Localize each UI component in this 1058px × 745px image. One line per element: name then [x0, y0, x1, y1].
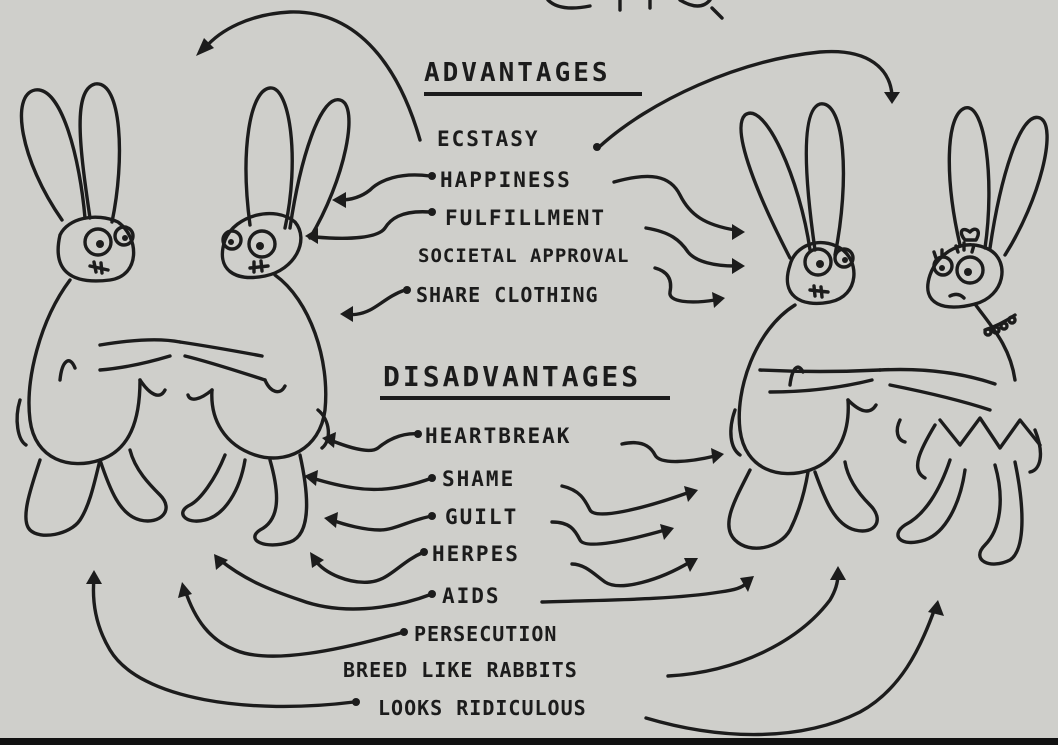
advantages-underline [424, 92, 642, 96]
title-fragment [548, 0, 722, 18]
disadvantage-item: SHAME [442, 467, 515, 491]
arrow-ecstasy-right [598, 52, 892, 148]
arrow-happiness [340, 175, 430, 200]
arrow-herpes [315, 552, 424, 582]
rabbit-right-1 [729, 104, 880, 548]
disadvantage-item: LOOKS RIDICULOUS [378, 696, 587, 720]
bullet-dot [414, 430, 422, 438]
arrow-shame [312, 478, 432, 490]
disadvantage-item: HERPES [432, 542, 520, 566]
arrow-ecstasy-left [205, 12, 420, 140]
arrow-breed [668, 574, 838, 676]
disadvantage-item: GUILT [445, 505, 518, 529]
advantage-item: FULFILLMENT [445, 206, 606, 230]
bullet-dot [428, 512, 436, 520]
bullet-dot [403, 286, 411, 294]
rabbit-left-1 [17, 84, 180, 535]
advantage-item: ECSTASY [437, 127, 540, 151]
disadvantages-heading: DISADVANTAGES [383, 360, 641, 393]
arrow-fulfillment [315, 212, 430, 239]
bullet-dot [352, 698, 360, 706]
arrow-looks-ridiculous [93, 578, 354, 706]
disadvantages-underline [380, 396, 670, 400]
bullet-dot [428, 474, 436, 482]
rabbit-left-2 [180, 88, 349, 545]
bullet-dot [593, 143, 601, 151]
advantage-item: HAPPINESS [440, 168, 572, 192]
arrow-heartbreak [330, 434, 420, 451]
bullet-dot [428, 208, 436, 216]
rabbit-right-2 [880, 108, 1047, 564]
bullet-dot [428, 172, 436, 180]
bullet-dot [420, 548, 428, 556]
advantage-item: SHARE CLOTHING [416, 283, 599, 307]
disadvantage-item: PERSECUTION [414, 622, 557, 646]
disadvantage-item: AIDS [442, 584, 501, 608]
arrow-guilt [332, 516, 432, 530]
disadvantage-item: BREED LIKE RABBITS [343, 658, 578, 682]
panel-border [0, 738, 1058, 745]
advantage-item: SOCIETAL APPROVAL [418, 245, 629, 267]
bullet-dot [428, 590, 436, 598]
bullet-dot [400, 628, 408, 636]
advantages-heading: ADVANTAGES [424, 58, 611, 88]
arrow-share-clothing [348, 290, 405, 315]
disadvantage-item: HEARTBREAK [425, 424, 571, 448]
